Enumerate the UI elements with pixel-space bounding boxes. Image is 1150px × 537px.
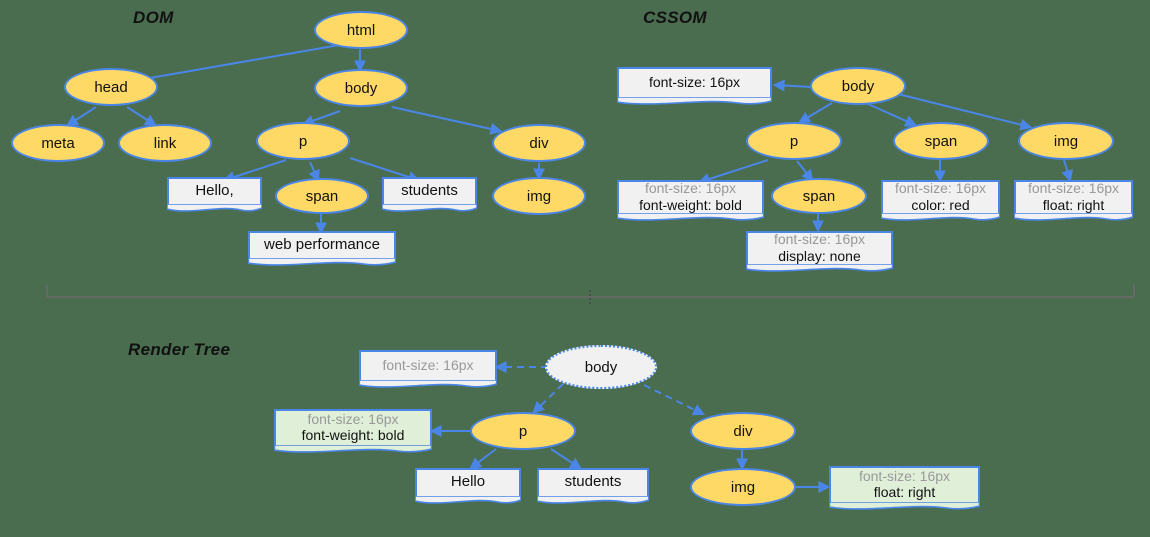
node-label: web performance — [264, 235, 380, 253]
node-label: body — [841, 77, 875, 95]
torn-edge-icon — [746, 264, 893, 272]
torn-edge-icon — [881, 213, 1000, 221]
rule-own: display: none — [778, 247, 861, 264]
cssom-rules-span-1[interactable]: font-size: 16px color: red — [881, 180, 1000, 221]
torn-edge-icon — [274, 445, 432, 453]
dom-node-html[interactable]: html — [314, 11, 408, 49]
rule-own: color: red — [911, 196, 970, 213]
section-divider — [46, 285, 1135, 306]
node-label: span — [924, 132, 958, 150]
node-label: students — [401, 181, 458, 199]
dom-node-div[interactable]: div — [492, 124, 586, 162]
rule-inherited: font-size: 16px — [773, 231, 866, 248]
node-label: Hello, — [195, 181, 234, 199]
node-label: meta — [41, 134, 75, 152]
dom-node-body[interactable]: body — [314, 69, 408, 107]
dom-node-img[interactable]: img — [492, 177, 586, 215]
render-tree-section-title: Render Tree — [128, 340, 231, 359]
node-label: img — [526, 187, 552, 205]
render-node-div[interactable]: div — [690, 412, 796, 450]
render-text-hello[interactable]: Hello — [415, 468, 521, 504]
dom-node-p[interactable]: p — [256, 122, 350, 160]
dom-node-link[interactable]: link — [118, 124, 212, 162]
torn-edge-icon — [382, 204, 477, 212]
dom-text-hello[interactable]: Hello, — [167, 177, 262, 212]
node-label: img — [730, 478, 756, 496]
torn-edge-icon — [167, 204, 262, 212]
torn-edge-icon — [617, 97, 772, 105]
torn-edge-icon — [359, 380, 497, 388]
node-label: link — [153, 134, 177, 152]
rule-own: float: right — [873, 484, 936, 500]
node-label: head — [94, 78, 128, 96]
node-label: p — [298, 132, 308, 150]
node-label: p — [789, 132, 799, 150]
rule-inherited: font-size: 16px — [382, 356, 474, 373]
cssom-section-title: CSSOM — [643, 8, 707, 27]
render-rules-body[interactable]: font-size: 16px — [359, 350, 497, 388]
node-label: html — [346, 21, 376, 39]
dom-text-web-performance[interactable]: web performance — [248, 231, 396, 266]
node-label: p — [518, 422, 528, 440]
render-rules-img[interactable]: font-size: 16px float: right — [829, 466, 980, 510]
node-label: img — [1053, 132, 1079, 150]
render-node-img[interactable]: img — [690, 468, 796, 506]
dom-section-title: DOM — [133, 8, 174, 27]
torn-edge-icon — [829, 502, 980, 510]
rule-inherited: font-size: 16px — [1027, 180, 1120, 197]
cssom-node-span-2[interactable]: span — [771, 178, 867, 214]
torn-edge-icon — [537, 496, 649, 504]
cssom-node-body[interactable]: body — [810, 67, 906, 105]
node-label: span — [305, 187, 339, 205]
torn-edge-icon — [1014, 213, 1133, 221]
cssom-node-span-1[interactable]: span — [893, 122, 989, 160]
rule-inherited: font-size: 16px — [644, 180, 737, 197]
node-label: span — [802, 187, 836, 205]
render-node-body[interactable]: body — [545, 345, 657, 389]
node-label: body — [344, 79, 378, 97]
cssom-node-p[interactable]: p — [746, 122, 842, 160]
dom-node-head[interactable]: head — [64, 68, 158, 106]
torn-edge-icon — [617, 213, 764, 221]
rule-own: font-weight: bold — [639, 196, 742, 213]
dom-node-span[interactable]: span — [275, 178, 369, 214]
render-rules-p[interactable]: font-size: 16px font-weight: bold — [274, 409, 432, 453]
torn-edge-icon — [415, 496, 521, 504]
cssom-node-img[interactable]: img — [1018, 122, 1114, 160]
rule-inherited: font-size: 16px — [894, 180, 987, 197]
rule-own: float: right — [1042, 196, 1105, 213]
cssom-rules-p[interactable]: font-size: 16px font-weight: bold — [617, 180, 764, 221]
rule-inherited: font-size: 16px — [648, 73, 741, 90]
node-label: body — [584, 358, 618, 376]
dom-text-students[interactable]: students — [382, 177, 477, 212]
rule-inherited: font-size: 16px — [307, 410, 399, 427]
cssom-rules-span-2[interactable]: font-size: 16px display: none — [746, 231, 893, 272]
dom-node-meta[interactable]: meta — [11, 124, 105, 162]
torn-edge-icon — [248, 258, 396, 266]
cssom-rules-img[interactable]: font-size: 16px float: right — [1014, 180, 1133, 221]
rule-own: font-weight: bold — [301, 427, 405, 443]
node-label: students — [564, 473, 622, 491]
rule-inherited: font-size: 16px — [858, 467, 951, 484]
render-text-students[interactable]: students — [537, 468, 649, 504]
node-label: div — [733, 422, 753, 440]
cssom-rules-body[interactable]: font-size: 16px — [617, 67, 772, 105]
render-node-p[interactable]: p — [470, 412, 576, 450]
node-label: Hello — [450, 473, 486, 491]
node-label: div — [529, 134, 549, 152]
